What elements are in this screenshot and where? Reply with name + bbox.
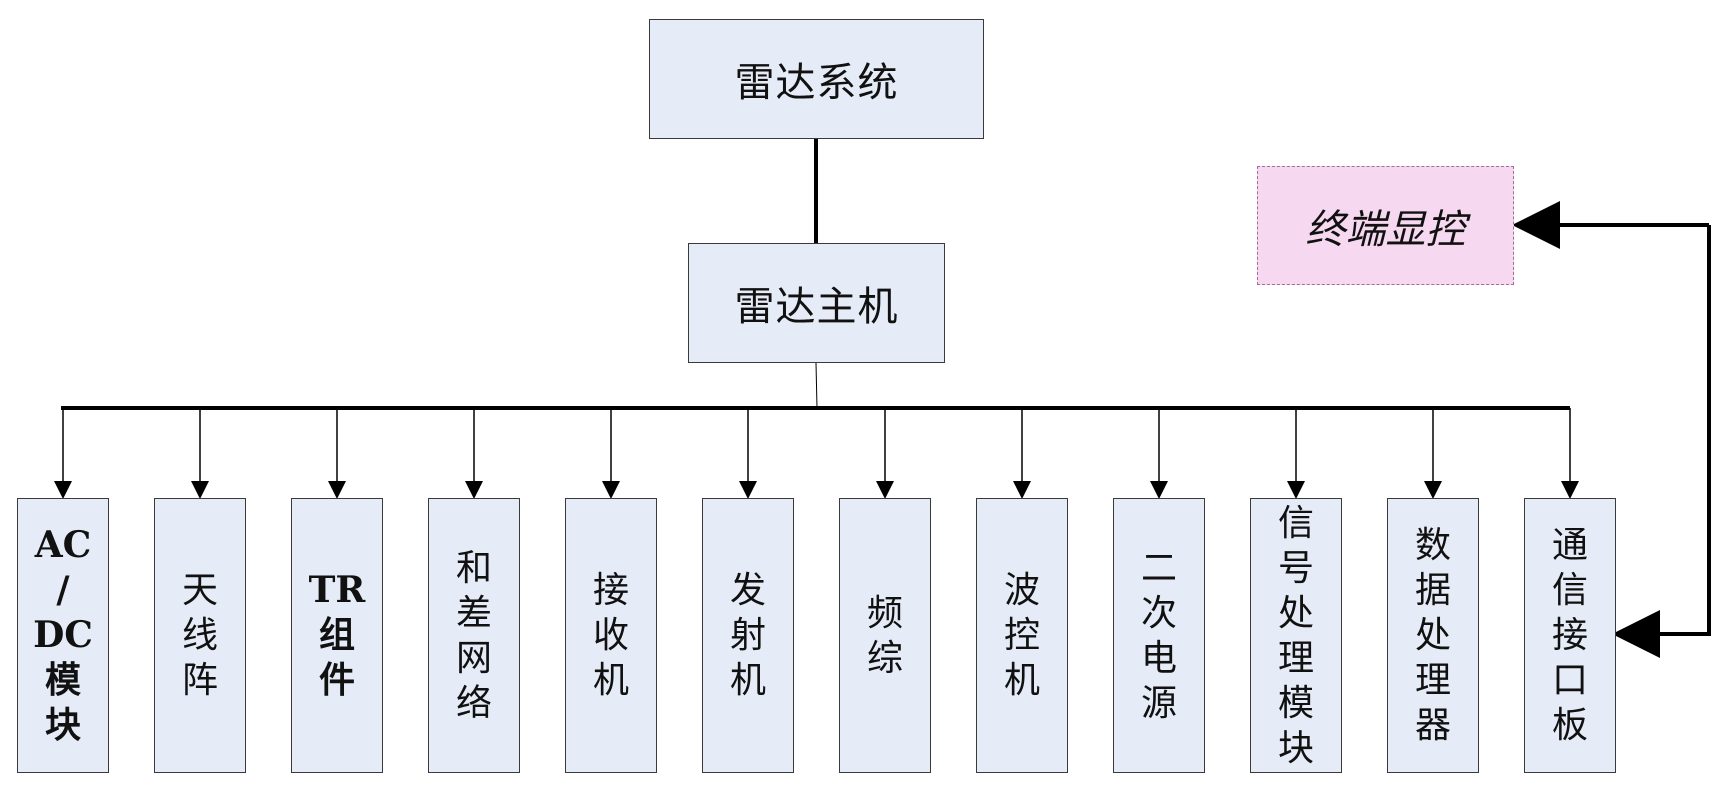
module-box-3: TR 组 件 [291, 498, 383, 773]
module-label: AC / DC模 块 [33, 524, 93, 746]
module-label: 信 号 处 理 模 块 [1277, 502, 1314, 769]
module-box-9: 二 次 电 源 [1113, 498, 1205, 773]
radar-system-box: 雷达系统 [649, 19, 984, 139]
module-box-8: 波 控 机 [976, 498, 1068, 773]
module-label: 接 收 机 [592, 570, 629, 701]
terminal-display-control-box: 终端显控 [1257, 166, 1514, 285]
module-box-10: 信 号 处 理 模 块 [1250, 498, 1342, 773]
module-label: 和 差 网 络 [455, 547, 492, 724]
module-box-7: 频 综 [839, 498, 931, 773]
module-label: 通 信 接 口 板 [1551, 525, 1588, 746]
module-box-11: 数 据 处 理 器 [1387, 498, 1479, 773]
radar-host-box: 雷达主机 [688, 243, 945, 363]
module-label: TR 组 件 [308, 569, 366, 701]
radar-system-label: 雷达系统 [734, 60, 899, 106]
module-label: 二 次 电 源 [1140, 547, 1177, 724]
module-label: 数 据 处 理 器 [1414, 525, 1451, 746]
module-box-1: AC / DC模 块 [17, 498, 109, 773]
module-box-5: 接 收 机 [565, 498, 657, 773]
module-arrows [54, 408, 1579, 499]
radar-host-label: 雷达主机 [734, 284, 899, 330]
module-box-12: 通 信 接 口 板 [1524, 498, 1616, 773]
comm-to-interface-arrow [1612, 225, 1711, 658]
module-label: 波 控 机 [1003, 570, 1040, 701]
module-label: 发 射 机 [729, 570, 766, 701]
module-box-2: 天 线 阵 [154, 498, 246, 773]
module-label: 频 综 [866, 592, 903, 679]
module-box-4: 和 差 网 络 [428, 498, 520, 773]
module-box-6: 发 射 机 [702, 498, 794, 773]
module-label: 天 线 阵 [181, 570, 218, 701]
terminal-label: 终端显控 [1305, 206, 1466, 253]
host-bus-connector [815, 362, 818, 409]
